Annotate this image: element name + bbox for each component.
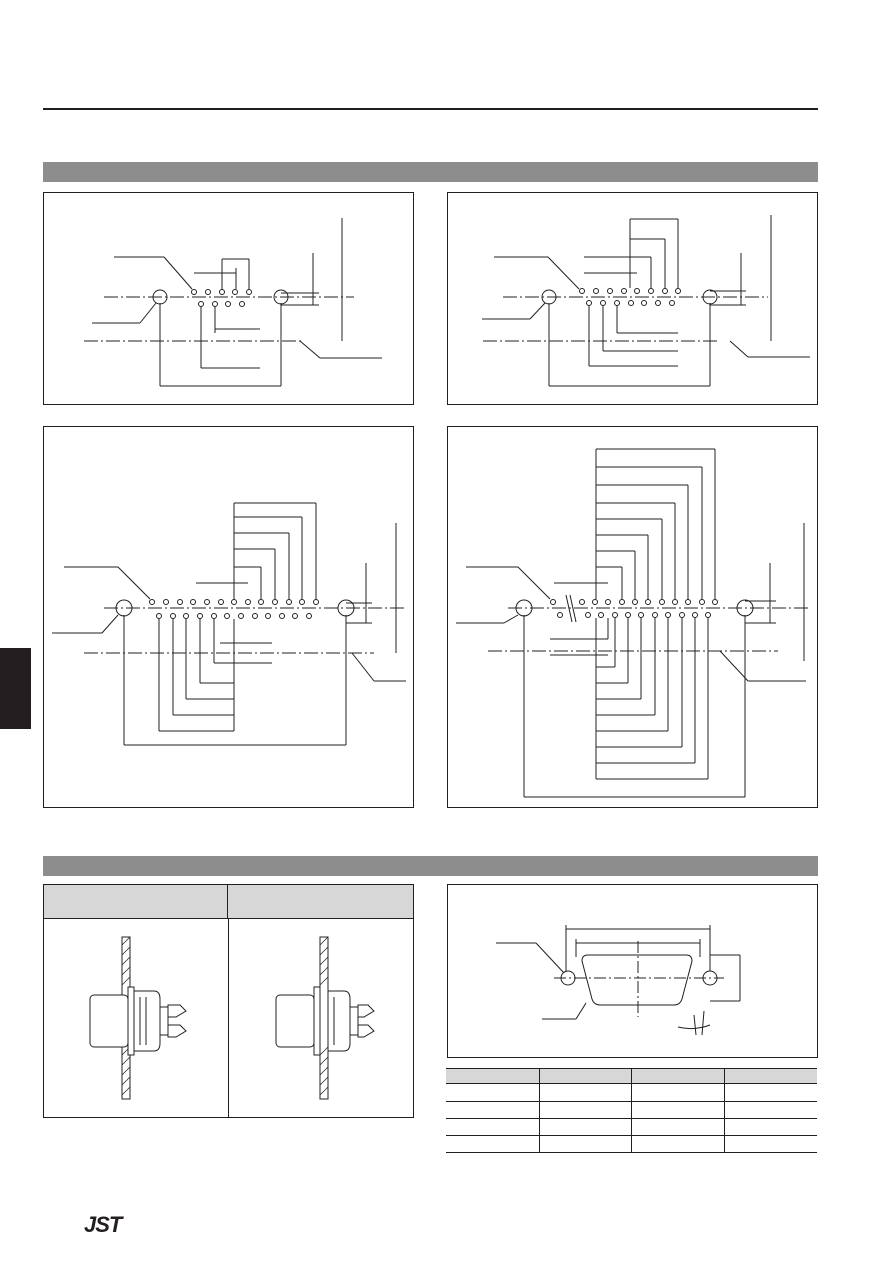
pcb-layout-panel-1 [43,192,414,405]
pcb-layout-drawing-1 [84,218,382,387]
panel-cutout-drawing [447,884,818,1058]
pcb-layout-drawing-4 [456,448,808,798]
jst-logo: JST [84,1212,122,1237]
mounting-column-divider [228,919,229,1117]
pcb-layout-drawing-3 [52,502,406,746]
panel-cutout-svg [496,925,741,1036]
mounting-header-cell-1 [44,885,228,919]
dimension-table [446,1068,817,1154]
pcb-layout-panel-2 [447,192,818,405]
header-rule [43,108,818,110]
pcb-layout-drawing-2 [482,215,810,387]
pcb-layout-panel-3 [43,426,414,808]
section-band-pcb-layout [43,162,818,182]
side-index-tab [0,648,31,729]
dimension-table-col-line-2 [631,1068,632,1153]
section-band-mounting [43,856,818,876]
dimension-table-col-line-3 [724,1068,725,1153]
pcb-layout-panel-4 [447,426,818,808]
mounting-comparison-table [43,884,414,1118]
mounting-header-cell-2 [228,885,413,919]
dimension-table-col-line-1 [539,1068,540,1153]
panel-mount-drawing-1 [89,936,187,1100]
panel-mount-drawing-2 [275,936,375,1100]
